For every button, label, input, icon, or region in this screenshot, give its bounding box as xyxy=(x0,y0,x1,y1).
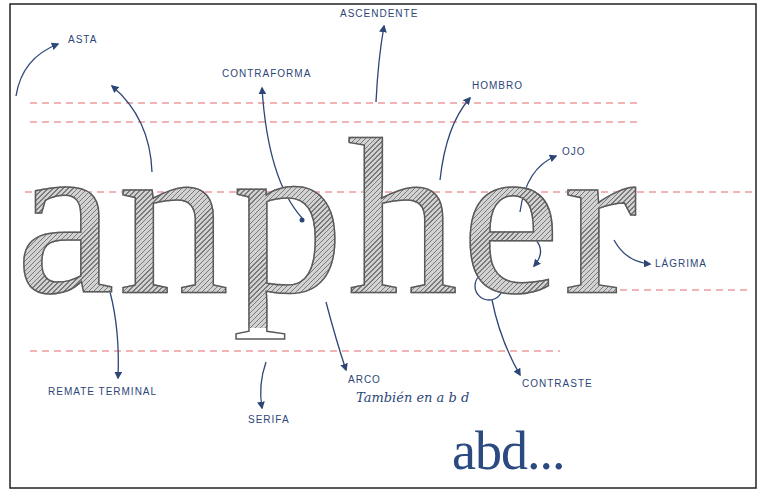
part-label: SERIFA xyxy=(248,414,290,426)
specimen-word: anpher xyxy=(16,106,641,328)
part-label: HOMBRO xyxy=(472,80,523,92)
part-label: LÁGRIMA xyxy=(655,258,707,270)
part-label: ASTA xyxy=(68,34,97,46)
note-text: También en a b d xyxy=(356,390,469,406)
part-label: REMATE TERMINAL xyxy=(48,386,157,398)
frame xyxy=(10,4,756,488)
leader-lines xyxy=(16,26,650,408)
part-label: ASCENDENTE xyxy=(340,8,418,20)
part-label: CONTRAFORMA xyxy=(222,68,311,80)
specimen-letters: abd... xyxy=(452,424,564,478)
part-label: ARCO xyxy=(348,374,381,386)
part-label: CONTRASTE xyxy=(522,378,593,390)
